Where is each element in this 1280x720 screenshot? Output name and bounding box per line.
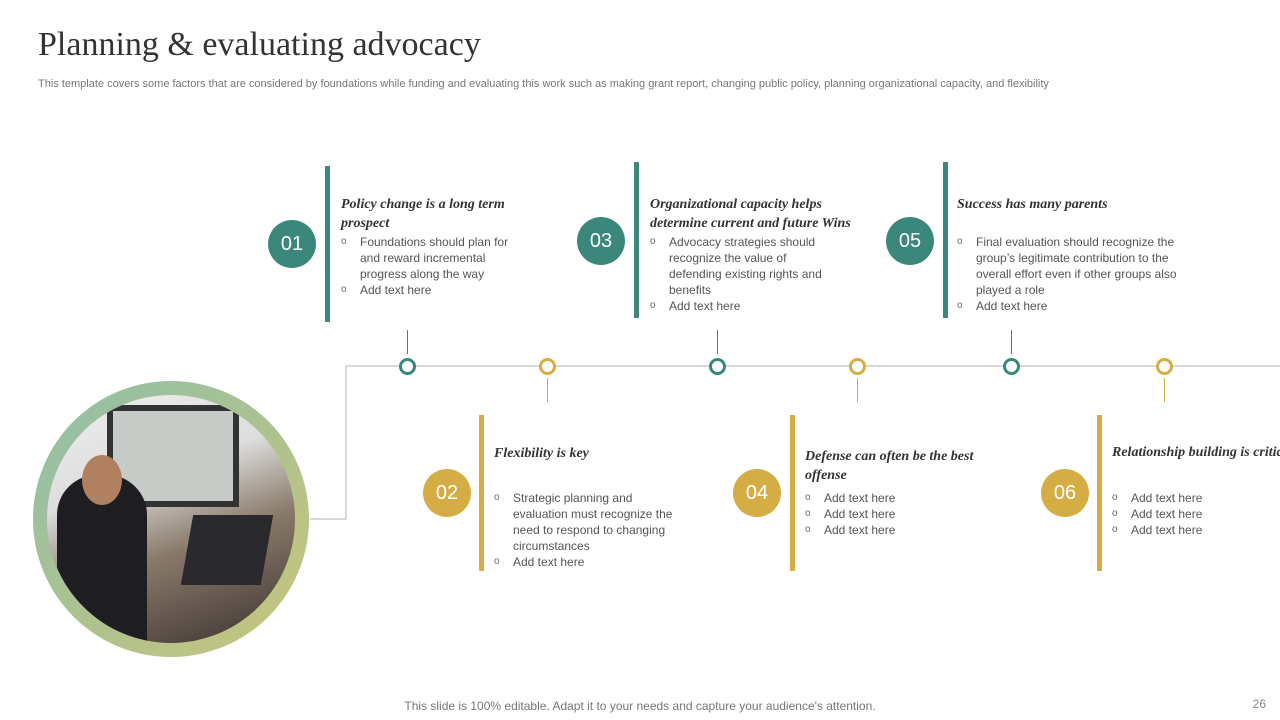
photo-circle (33, 381, 309, 657)
bullet-item: Add text here (650, 298, 840, 314)
footer-text: This slide is 100% editable. Adapt it to… (404, 699, 876, 713)
card-title: Defense can often be the best offense (805, 449, 974, 483)
step-number-badge: 01 (268, 220, 316, 268)
bullet-list: Strategic planning and evaluation must r… (494, 490, 684, 570)
timeline-dot (1156, 358, 1173, 375)
bullet-item: Add text here (805, 522, 995, 538)
bullet-list: Add text hereAdd text hereAdd text here (805, 490, 995, 538)
timeline-dot (709, 358, 726, 375)
bullet-item: Add text here (805, 506, 995, 522)
timeline-dot (1003, 358, 1020, 375)
card-title: Organizational capacity helps determine … (650, 197, 851, 231)
timeline-dot (539, 358, 556, 375)
bullet-item: Add text here (494, 554, 684, 570)
bullet-item: Add text here (341, 282, 531, 298)
page-number: 26 (1252, 697, 1266, 711)
bullet-item: Add text here (1112, 490, 1280, 506)
accent-bar (325, 166, 330, 322)
step-number-badge: 03 (577, 217, 625, 265)
step-number-badge: 06 (1041, 469, 1089, 517)
card-title: Relationship building is critical (1112, 445, 1280, 460)
connector-line (857, 378, 858, 402)
page-subtitle: This template covers some factors that a… (38, 78, 1049, 90)
connector-line (1164, 378, 1165, 402)
accent-bar (479, 415, 484, 571)
card-title: Success has many parents (957, 197, 1108, 212)
connector-line (547, 378, 548, 402)
bullet-item: Add text here (1112, 506, 1280, 522)
bullet-item: Advocacy strategies should recognize the… (650, 234, 840, 298)
accent-bar (943, 162, 948, 318)
connector-line (1011, 330, 1012, 354)
step-number-badge: 05 (886, 217, 934, 265)
step-number-badge: 04 (733, 469, 781, 517)
accent-bar (634, 162, 639, 318)
bullet-item: Strategic planning and evaluation must r… (494, 490, 684, 554)
card-title: Flexibility is key (494, 446, 589, 461)
timeline-dot (399, 358, 416, 375)
bullet-list: Add text hereAdd text hereAdd text here (1112, 490, 1280, 538)
page-title: Planning & evaluating advocacy (38, 26, 481, 63)
card-title: Policy change is a long term prospect (341, 197, 505, 231)
bullet-item: Add text here (957, 298, 1177, 314)
step-number-badge: 02 (423, 469, 471, 517)
accent-bar (790, 415, 795, 571)
accent-bar (1097, 415, 1102, 571)
bullet-item: Add text here (1112, 522, 1280, 538)
bullet-item: Final evaluation should recognize the gr… (957, 234, 1177, 298)
bullet-list: Final evaluation should recognize the gr… (957, 234, 1177, 314)
bullet-list: Foundations should plan for and reward i… (341, 234, 531, 298)
connector-line (717, 330, 718, 354)
bullet-list: Advocacy strategies should recognize the… (650, 234, 840, 314)
bullet-item: Foundations should plan for and reward i… (341, 234, 531, 282)
bullet-item: Add text here (805, 490, 995, 506)
connector-line (407, 330, 408, 354)
timeline-dot (849, 358, 866, 375)
